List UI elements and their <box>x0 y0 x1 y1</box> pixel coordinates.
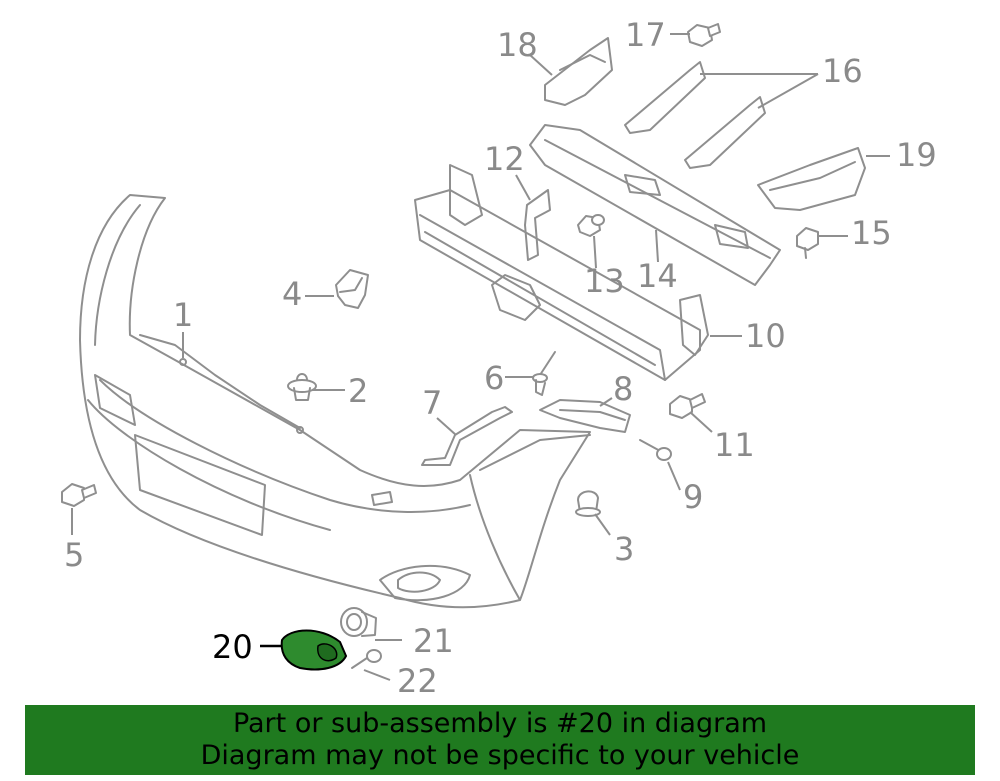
callout-21: 21 <box>413 622 454 660</box>
callout-19: 19 <box>896 136 937 174</box>
banner-line-1: Part or sub-assembly is #20 in diagram <box>232 708 768 739</box>
callout-3: 3 <box>614 530 634 568</box>
callout-14: 14 <box>637 257 678 295</box>
part-17-bolt <box>687 23 721 47</box>
callout-13: 13 <box>584 262 625 300</box>
part-3-clip <box>575 490 601 517</box>
part-16-brackets <box>624 61 766 169</box>
part-11-bolt <box>669 393 706 419</box>
callout-8: 8 <box>613 370 633 408</box>
callout-12: 12 <box>484 140 525 178</box>
leader-lines <box>71 33 890 681</box>
callout-6: 6 <box>484 359 504 397</box>
callout-2: 2 <box>348 372 368 410</box>
callout-labels: 1 2 3 4 5 6 7 8 9 10 11 12 13 14 15 16 1… <box>64 16 937 700</box>
callout-9: 9 <box>683 478 703 516</box>
callout-18: 18 <box>497 26 538 64</box>
part-1-bumper-cover <box>79 194 591 609</box>
banner-line-2: Diagram may not be specific to your vehi… <box>200 740 800 771</box>
part-8-bracket <box>539 399 631 433</box>
callout-1: 1 <box>173 296 193 334</box>
callout-7: 7 <box>422 384 442 422</box>
callout-20: 20 <box>212 628 253 666</box>
part-22-screw <box>351 649 382 669</box>
part-7-strip <box>421 406 513 466</box>
part-10-reinforcement <box>414 164 709 381</box>
part-20-fog-lamp-bezel <box>280 629 348 671</box>
part-13-bolt <box>577 214 605 237</box>
part-21-fog-lamp <box>340 607 377 637</box>
part-12-bracket <box>524 189 551 261</box>
callout-5: 5 <box>64 536 84 574</box>
callout-11: 11 <box>714 426 755 464</box>
callout-17: 17 <box>625 16 666 54</box>
part-9-screw <box>639 439 672 461</box>
callout-4: 4 <box>282 275 302 313</box>
part-2-push-clip <box>287 373 317 401</box>
part-15-bolt <box>796 227 819 259</box>
part-18-bracket <box>544 37 613 106</box>
part-5-bolt <box>61 483 97 507</box>
parts-diagram: 1 2 3 4 5 6 7 8 9 10 11 12 13 14 15 16 1… <box>61 16 937 700</box>
info-banner: Part or sub-assembly is #20 in diagram D… <box>25 705 975 775</box>
part-14-upper-support <box>529 124 781 286</box>
part-4-bracket <box>335 269 369 309</box>
callout-10: 10 <box>745 317 786 355</box>
callout-16: 16 <box>822 52 863 90</box>
part-6-rivet <box>532 351 556 396</box>
part-19-bracket <box>757 147 866 211</box>
callout-15: 15 <box>851 214 892 252</box>
callout-22: 22 <box>397 662 438 700</box>
